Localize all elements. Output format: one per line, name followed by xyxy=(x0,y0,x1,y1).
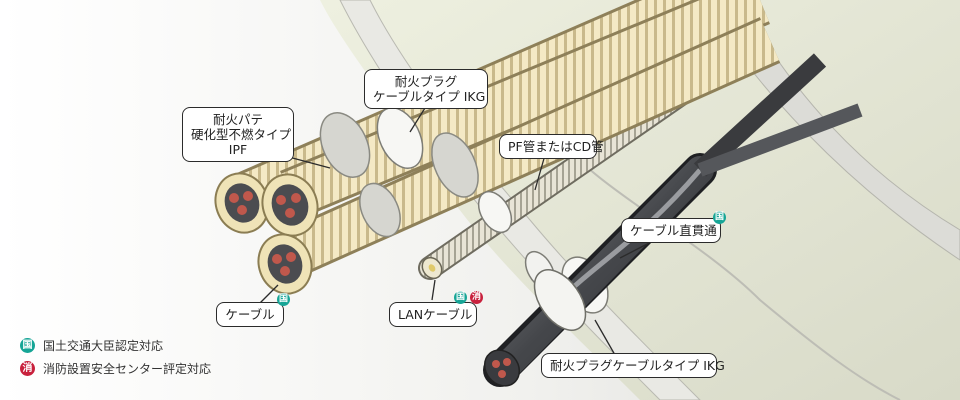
callout-cable-direct-text: ケーブル直貫通 xyxy=(630,223,717,238)
callout-ikg-bottom: 耐火プラグケーブルタイプ IKG xyxy=(541,353,725,378)
callout-pf-cd: PF管またはCD管 xyxy=(499,134,604,159)
callout-ikg-bottom-text: 耐火プラグケーブルタイプ IKG xyxy=(550,358,725,373)
callout-ipf-line2: 硬化型不燃タイプ xyxy=(191,127,292,142)
callout-ipf-line3: IPF xyxy=(228,142,248,157)
callout-pf-cd-text: PF管またはCD管 xyxy=(508,139,604,154)
callout-cable-text: ケーブル xyxy=(225,307,275,322)
legend-sho-text: 消防設置安全センター評定対応 xyxy=(43,362,212,376)
cable-kuni-badge: 国 xyxy=(277,293,290,306)
callout-ikg-top: 耐火プラグ ケーブルタイプ IKG xyxy=(364,69,488,109)
lan-kuni-badge: 国 xyxy=(454,291,467,304)
lan-sho-badge: 消 xyxy=(470,291,483,304)
callout-ipf: 耐火パテ 硬化型不燃タイプ IPF xyxy=(182,107,294,162)
callout-ipf-line1: 耐火パテ xyxy=(212,112,263,127)
callout-cable: ケーブル xyxy=(216,302,284,327)
legend-kuni-text: 国土交通大臣認定対応 xyxy=(43,339,164,353)
cable-cross-sections xyxy=(214,172,319,295)
callout-lan-text: LANケーブル xyxy=(398,307,473,322)
callout-cable-direct: ケーブル直貫通 xyxy=(621,218,721,243)
cable-direct-kuni-badge: 国 xyxy=(713,211,726,224)
legend-sho-badge: 消 xyxy=(20,361,35,376)
legend-kuni: 国 国土交通大臣認定対応 xyxy=(20,337,163,354)
legend-kuni-badge: 国 xyxy=(20,338,35,353)
ikg-plug-sleeve xyxy=(533,269,587,331)
callout-ikg-top-line2: ケーブルタイプ IKG xyxy=(373,89,486,104)
direct-cable-bundle xyxy=(483,53,863,387)
callout-lan: LANケーブル xyxy=(389,302,477,327)
legend-sho: 消 消防設置安全センター評定対応 xyxy=(20,360,211,377)
callout-leaders xyxy=(257,107,656,356)
callout-ikg-top-line1: 耐火プラグ xyxy=(394,74,458,89)
